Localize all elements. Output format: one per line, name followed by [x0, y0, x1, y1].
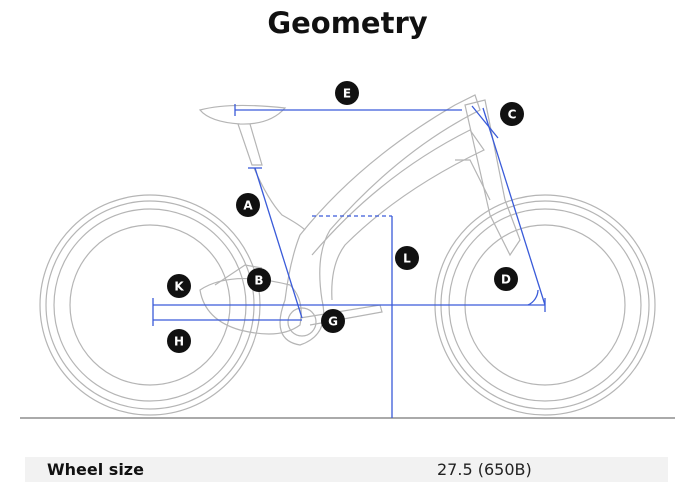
- dimension-d-angle: [527, 289, 539, 306]
- label-k: K: [167, 274, 191, 298]
- bike-drawing: [39, 94, 656, 416]
- dimension-c: [471, 105, 499, 139]
- svg-text:H: H: [174, 335, 184, 349]
- spec-value: 27.5 (650B): [437, 460, 532, 479]
- label-c: C: [500, 102, 524, 126]
- label-badges: E C A L K B D G H: [167, 81, 524, 353]
- svg-text:E: E: [343, 87, 351, 101]
- label-d: D: [494, 267, 518, 291]
- label-e: E: [335, 81, 359, 105]
- svg-text:C: C: [508, 108, 517, 122]
- fork-axis: [482, 107, 546, 306]
- page-title: Geometry: [267, 6, 428, 40]
- spec-row-wheel-size: Wheel size 27.5 (650B): [25, 457, 668, 482]
- svg-text:D: D: [501, 273, 511, 287]
- label-g: G: [321, 309, 345, 333]
- label-h: H: [167, 329, 191, 353]
- spec-name: Wheel size: [47, 460, 144, 479]
- label-a: A: [236, 193, 260, 217]
- svg-text:K: K: [174, 280, 184, 294]
- svg-text:A: A: [243, 199, 253, 213]
- dimension-lines: [152, 104, 546, 418]
- svg-text:L: L: [403, 252, 411, 266]
- svg-text:B: B: [254, 274, 263, 288]
- label-b: B: [247, 268, 271, 292]
- dimension-a: [254, 167, 303, 319]
- label-l: L: [395, 246, 419, 270]
- svg-text:G: G: [328, 315, 338, 329]
